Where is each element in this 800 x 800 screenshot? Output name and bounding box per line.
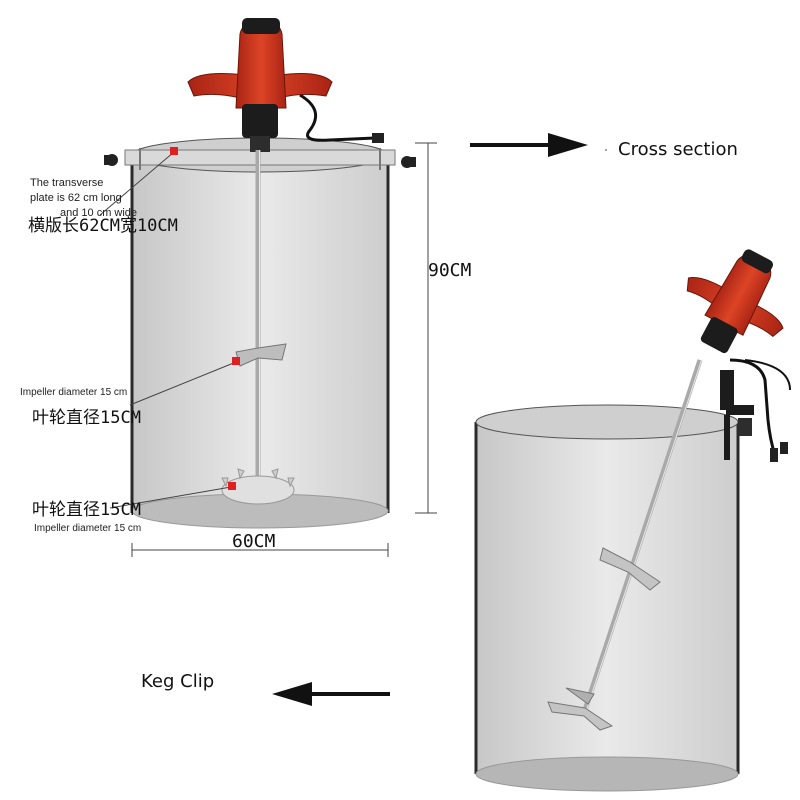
diameter-dimension-label: 60CM [232, 531, 276, 552]
right-motor [686, 249, 784, 354]
arrow-right-icon [470, 133, 588, 157]
keg-clip-caption: Keg Clip [141, 671, 215, 692]
dimension-lines [131, 142, 437, 557]
right-shaft [547, 359, 703, 731]
plate-annotation-en: The transverse plate is 62 cm long and 1… [30, 176, 137, 221]
arrow-left-icon [272, 682, 390, 706]
left-shaft [221, 150, 295, 505]
impeller-upper-annotation-en: Impeller diameter 15 cm [20, 387, 128, 398]
impeller-lower-annotation-en: Impeller diameter 15 cm [34, 523, 142, 534]
marker-square-icon [170, 147, 240, 490]
height-dimension-label: 90CM [428, 260, 472, 281]
left-motor [187, 18, 384, 152]
impeller-upper-annotation-cn: 叶轮直径15CM [32, 408, 141, 428]
plate-annotation-cn: 横版长62CM宽10CM [28, 216, 178, 236]
plate-annotation-en-line2: plate is 62 cm long [30, 192, 122, 204]
plate-annotation-en-line3: and 10 cm wide [60, 207, 138, 219]
impeller-lower-annotation-cn: 叶轮直径15CM [32, 500, 141, 520]
keg-clip [720, 358, 791, 462]
leader-lines [99, 151, 237, 509]
plate-annotation-en-line1: The transverse [30, 177, 104, 189]
cross-section-caption: Cross section [618, 139, 738, 160]
right-tank [474, 404, 740, 792]
